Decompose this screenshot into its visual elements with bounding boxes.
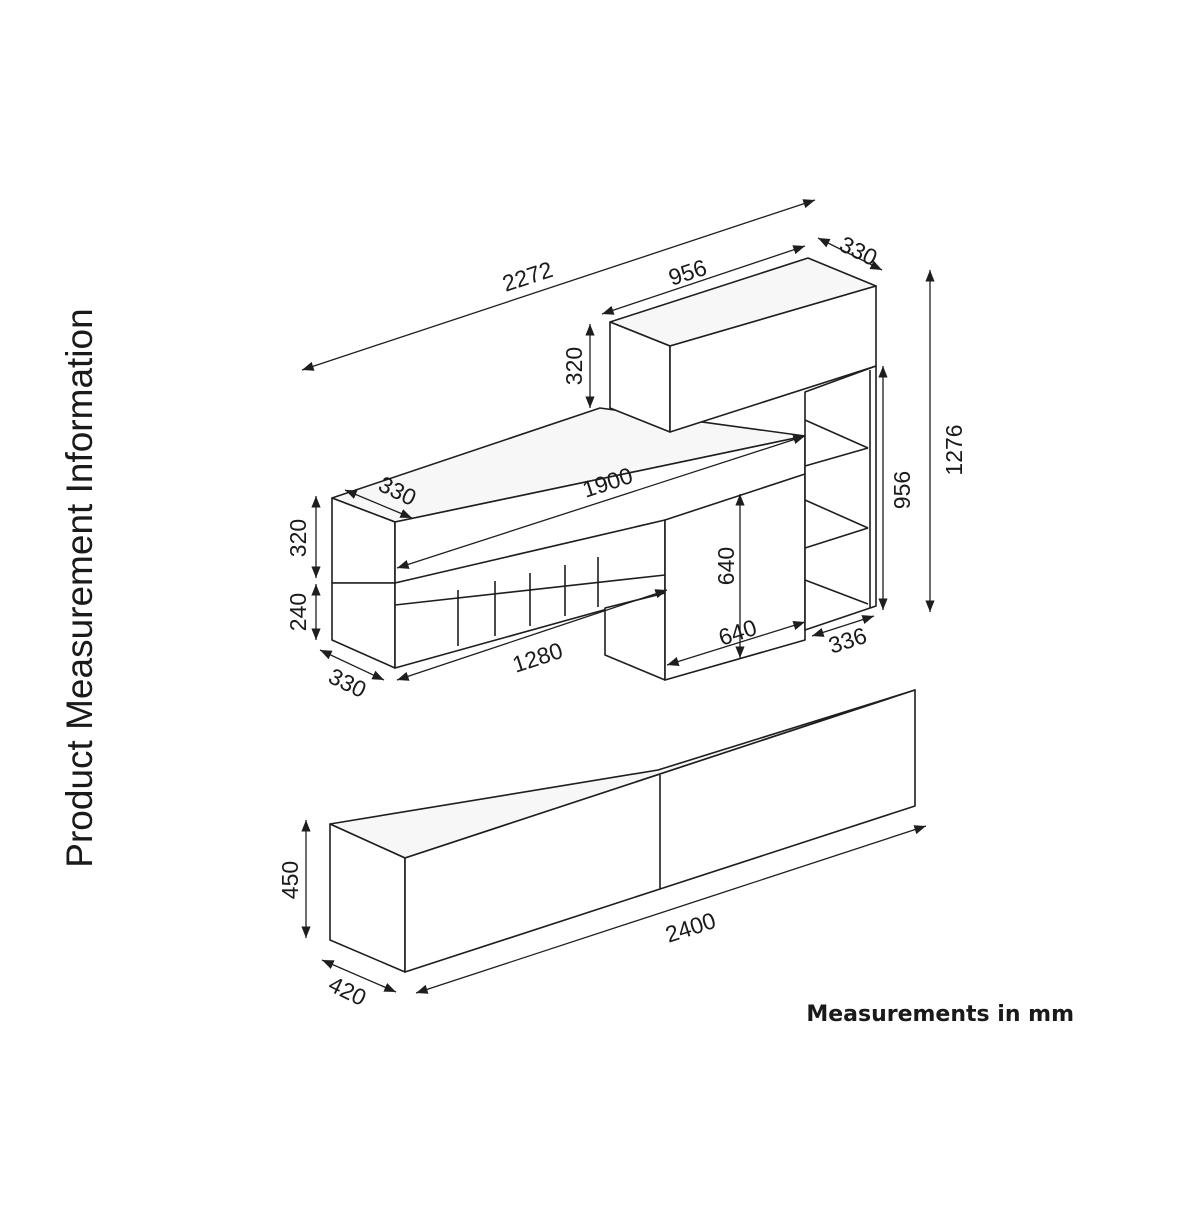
- dim-tower-height: 956: [889, 471, 915, 509]
- dim-top-cabinet-width: 956: [665, 254, 710, 291]
- dim-tv-unit-width: 2400: [662, 907, 719, 948]
- tower: [804, 365, 877, 631]
- dim-tower-depth: 336: [825, 622, 870, 659]
- dim-left-lower-height: 240: [285, 593, 311, 631]
- dim-top-cabinet-depth: 330: [836, 231, 882, 271]
- dim-left-upper-height: 320: [285, 519, 311, 557]
- units-footnote: Measurements in mm: [806, 1002, 1074, 1027]
- dim-bottom-left-depth: 330: [325, 663, 371, 703]
- dim-tv-unit-depth: 420: [325, 971, 371, 1011]
- tower-shelves: [804, 419, 869, 605]
- dimension-lines: [301, 199, 935, 994]
- dim-total-height: 1276: [941, 424, 967, 475]
- dim-door-height: 640: [713, 547, 739, 585]
- side-title: Product Measurement Information: [59, 308, 100, 868]
- dim-cubby-width: 1280: [509, 637, 566, 678]
- left-lower-block: [331, 582, 396, 669]
- dim-total-width: 2272: [499, 256, 556, 297]
- dim-tv-unit-height: 450: [277, 861, 303, 899]
- dim-top-cabinet-height: 320: [561, 347, 587, 385]
- tv-unit: [329, 689, 916, 973]
- small-box: [604, 592, 666, 681]
